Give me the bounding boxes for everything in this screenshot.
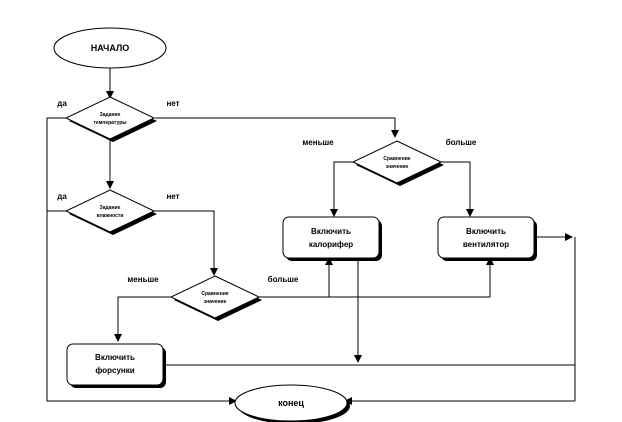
end-terminal: конец [234, 384, 350, 422]
decision-temperature-label-line1: Задание [100, 112, 121, 118]
connector-temp-no-to-compare [155, 117, 399, 138]
process-nozzles: Включить форсунки [66, 343, 166, 388]
start-label: НАЧАЛО [91, 43, 130, 53]
connector-temp-more-to-fan [441, 161, 474, 217]
nozzles-label-line1: Включить [95, 353, 135, 362]
connector-temp-yes-to-end [46, 117, 237, 405]
branch-label-temp-less: меньше [302, 138, 334, 147]
branch-label-humidity-yes: да [57, 192, 67, 201]
decision-humidity-compare: Сравнение значение [169, 275, 262, 321]
heater-label-line1: Включить [311, 227, 351, 236]
branch-label-temp-more: больше [446, 138, 477, 147]
branch-label-humidity-less: меньше [127, 275, 159, 284]
branch-label-temp-yes: да [57, 99, 67, 108]
end-label: конец [278, 398, 304, 408]
decision-temperature-label-line2: температуры [93, 120, 126, 126]
start-terminal: НАЧАЛО [53, 27, 167, 69]
branch-label-humidity-more: больше [268, 275, 299, 284]
heater-label-line2: калорифер [309, 240, 353, 249]
connector-humidity-less-to-nozzles [114, 296, 171, 342]
branch-label-temp-no: нет [166, 99, 179, 108]
decision-temperature-setting: Задание температуры [64, 96, 157, 142]
fan-label-line1: Включить [466, 227, 506, 236]
fan-label-line2: вентилятор [463, 240, 509, 249]
compare-temperature-label-line1: Сравнение [383, 156, 410, 162]
decision-humidity-setting: Задание влажности [64, 189, 157, 235]
process-fan: Включить вентилятор [437, 216, 537, 261]
branch-labels: да нет да нет меньше больше меньше больш… [57, 99, 477, 284]
connectors [46, 68, 576, 405]
decision-humidity-label-line2: влажности [97, 213, 124, 219]
compare-humidity-label-line1: Сравнение [201, 291, 228, 297]
decision-humidity-label-line1: Задание [100, 205, 121, 211]
connector-temp-less-to-heater [330, 161, 353, 217]
branch-label-humidity-no: нет [166, 192, 179, 201]
process-heater: Включить калорифер [282, 216, 382, 261]
nozzles-label-line2: форсунки [95, 366, 134, 375]
compare-temperature-label-line2: значение [386, 164, 409, 170]
connector-humidity-no-to-compare [154, 210, 218, 276]
connector-humidity-more-to-fan [259, 257, 494, 298]
decision-temperature-compare: Сравнение значение [351, 140, 444, 186]
compare-humidity-label-line2: значение [204, 299, 227, 305]
